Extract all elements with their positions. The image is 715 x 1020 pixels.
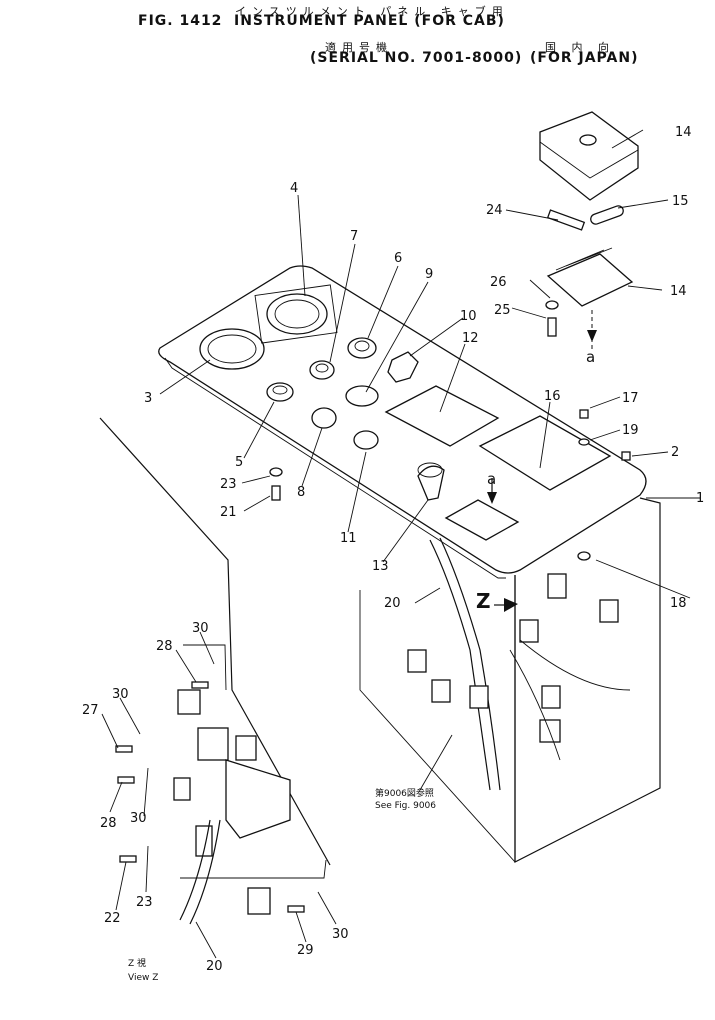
callout-27: 27 <box>82 703 99 718</box>
down-arrow-icon <box>487 492 497 504</box>
callout-12: 12 <box>462 331 479 346</box>
callout-26: 26 <box>490 275 507 290</box>
serial-range: (SERIAL NO. 7001-8000) <box>310 50 523 66</box>
callout-10: 10 <box>460 309 477 324</box>
callout-25: 25 <box>494 303 511 318</box>
fasteners <box>115 409 631 913</box>
callout-30-b: 30 <box>112 687 129 702</box>
callout-23-b: 23 <box>136 895 153 910</box>
jp-country-label: 国 内 向 <box>545 41 615 54</box>
marker-z: Z <box>476 589 491 613</box>
callout-30-d: 30 <box>332 927 349 942</box>
marker-a-panel: a <box>487 470 496 488</box>
figure-title: INSTRUMENT PANEL (FOR CAB) <box>234 13 505 29</box>
instrument-panel <box>158 265 647 579</box>
callout-19: 19 <box>622 423 639 438</box>
callout-30: 30 <box>192 621 209 636</box>
callout-14: 14 <box>675 125 692 140</box>
view-z-assembly <box>99 417 331 925</box>
callout-30-c: 30 <box>130 811 147 826</box>
view-jp: Z 視 <box>128 957 146 969</box>
reference-en: See Fig. 9006 <box>375 801 436 811</box>
callout-labels: 1 2 3 4 5 6 7 8 9 10 11 12 13 14 14 15 1… <box>82 125 704 983</box>
fuse-box-parts <box>539 111 639 350</box>
callout-8: 8 <box>297 485 305 500</box>
reference-jp: 第9006図参照 <box>375 787 434 799</box>
callout-18: 18 <box>670 596 687 611</box>
jp-title: インスツルメント パネル キャブ用 <box>235 5 509 18</box>
callout-5: 5 <box>235 455 243 470</box>
callout-14-b: 14 <box>670 284 687 299</box>
callout-16: 16 <box>544 389 561 404</box>
wire-harness <box>407 537 631 791</box>
callout-4: 4 <box>290 181 298 196</box>
callout-24: 24 <box>486 203 503 218</box>
view-en: View Z <box>128 973 158 983</box>
callout-28-b: 28 <box>100 816 117 831</box>
figure-label: FIG. 1412 <box>138 13 223 29</box>
callout-1: 1 <box>696 491 704 506</box>
callout-21: 21 <box>220 505 237 520</box>
leader-lines <box>101 129 700 959</box>
callout-20-b: 20 <box>206 959 223 974</box>
arrows <box>487 330 597 612</box>
region: (FOR JAPAN) <box>530 50 639 66</box>
callout-13: 13 <box>372 559 389 574</box>
callout-9: 9 <box>425 267 433 282</box>
callout-20: 20 <box>384 596 401 611</box>
callout-28: 28 <box>156 639 173 654</box>
callout-15: 15 <box>672 194 689 209</box>
callout-6: 6 <box>394 251 402 266</box>
marker-a-top: a <box>586 348 595 366</box>
callout-22: 22 <box>104 911 121 926</box>
callout-17: 17 <box>622 391 639 406</box>
callout-11: 11 <box>340 531 357 546</box>
callout-3: 3 <box>144 391 152 406</box>
callout-2: 2 <box>671 445 679 460</box>
z-arrow-icon <box>504 598 518 612</box>
callout-23: 23 <box>220 477 237 492</box>
jp-serial-label: 適用号機 <box>325 41 393 54</box>
cab-box <box>359 497 661 863</box>
down-arrow-icon <box>587 330 597 342</box>
callout-7: 7 <box>350 229 358 244</box>
callout-29: 29 <box>297 943 314 958</box>
